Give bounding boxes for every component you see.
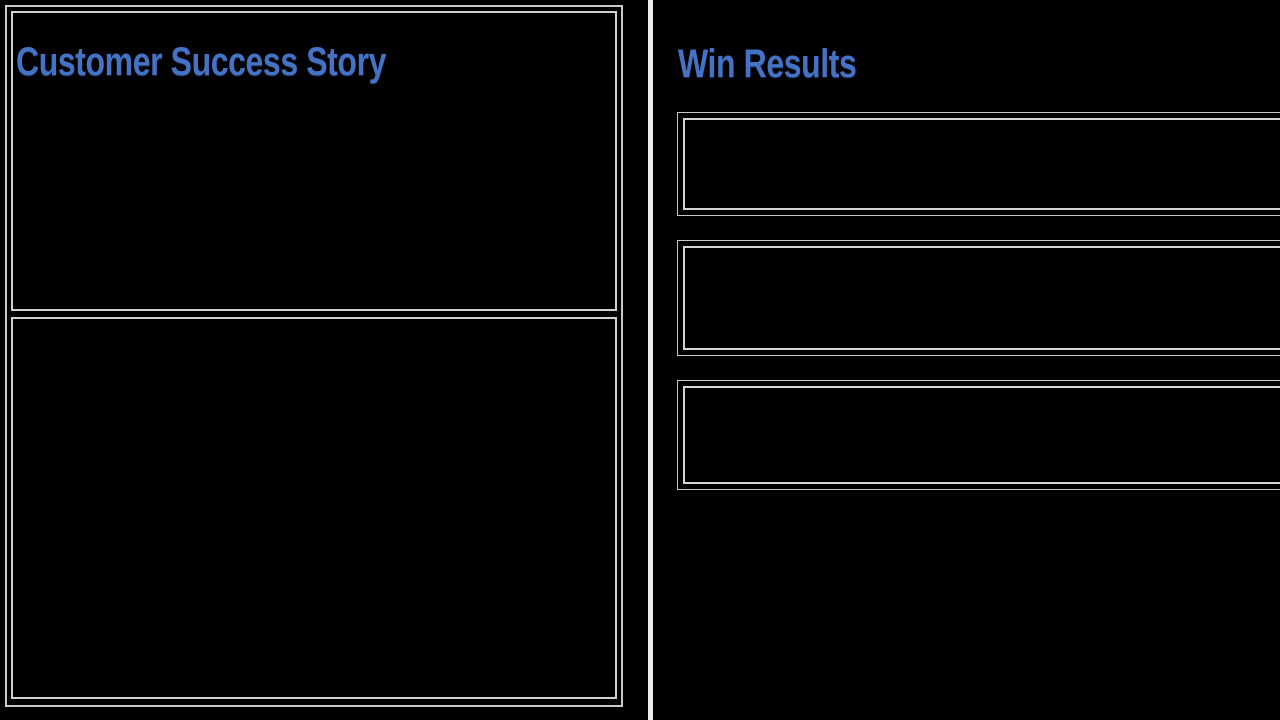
- panel-divider: [648, 0, 653, 720]
- win-result-box-3[interactable]: [677, 380, 1280, 490]
- win-result-inner-3: [683, 386, 1280, 484]
- win-result-box-1[interactable]: [677, 112, 1280, 216]
- win-result-inner-1: [683, 118, 1280, 210]
- story-bottom-placeholder-box[interactable]: [11, 317, 617, 699]
- win-result-box-2[interactable]: [677, 240, 1280, 356]
- customer-success-story-title: Customer Success Story: [16, 40, 387, 84]
- win-result-inner-2: [683, 246, 1280, 350]
- story-top-placeholder-box[interactable]: [11, 11, 617, 311]
- left-content-panel[interactable]: [5, 5, 623, 707]
- win-results-title: Win Results: [678, 42, 857, 86]
- right-content-panel[interactable]: Win Results: [660, 0, 1280, 720]
